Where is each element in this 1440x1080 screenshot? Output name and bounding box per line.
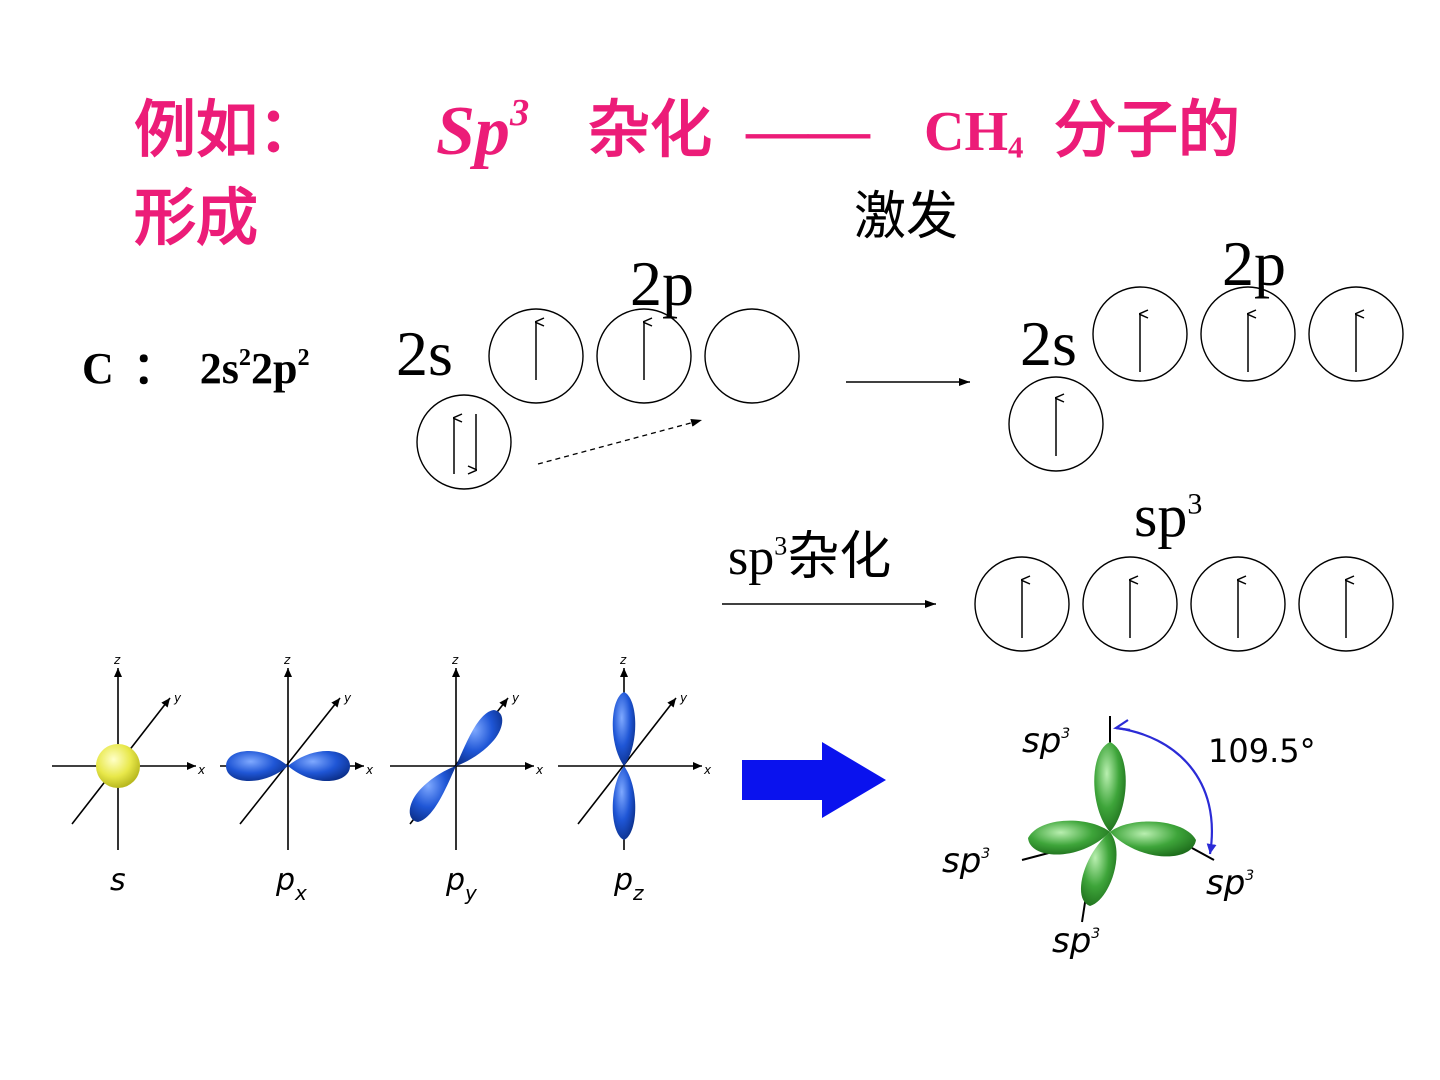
pz-orbital-label: pz (613, 863, 644, 905)
title-suffix: 分子的 (1054, 97, 1241, 165)
excitation-label: 激发 (854, 189, 959, 246)
hybridization-arrow-label: sp3杂化 (728, 529, 892, 586)
atomic-orbital-shapes: x z y s x z y px x z y py x z y pz (52, 653, 886, 905)
axis-x-label: x (703, 763, 712, 777)
title-dash: —— (746, 97, 870, 165)
excited-2p-label: 2p (1222, 228, 1286, 299)
title-prefix: 例如： (134, 97, 321, 165)
ground-2p-orbital-2 (596, 308, 692, 404)
axis-z-label: z (619, 653, 627, 667)
s-orbital-label: s (110, 863, 126, 898)
excited-2p-orbital-1 (1092, 286, 1188, 382)
sp3-orbital-4 (1298, 556, 1394, 652)
ground-2p-orbital-1 (488, 308, 584, 404)
excited-2s-orbital (1008, 376, 1104, 472)
sp3-label-right: sp3 (1206, 863, 1254, 903)
sp3-lobe-right (1110, 821, 1196, 857)
title-line2: 形成 (134, 185, 259, 253)
s-orbital-figure: x z y s (52, 653, 206, 898)
px-orbital-label: px (275, 863, 307, 905)
promotion-dashed-arrow (537, 418, 703, 465)
sp3-lobe-bottom (1080, 832, 1117, 906)
sp3-orbitals-label: sp3 (1134, 483, 1203, 549)
sp3-label-bottom: sp3 (1052, 921, 1100, 961)
electron-configuration: C ： 2s22p2 (82, 344, 310, 394)
py-orbital-label: py (445, 863, 478, 905)
sp3-lobe-left (1028, 820, 1110, 855)
slide-title: 例如： (134, 100, 320, 162)
axis-z-label: z (451, 653, 459, 667)
ground-2p-orbital-3-empty (704, 308, 800, 404)
axis-x-label: x (197, 763, 206, 777)
bond-angle-arc (1115, 726, 1217, 855)
py-orbital-figure: x z y py (390, 653, 544, 905)
excited-2p-orbital-2 (1200, 286, 1296, 382)
axis-y-label: y (511, 691, 520, 705)
sp3-label-top: sp3 (1022, 721, 1070, 761)
axis-z-label: z (113, 653, 121, 667)
excited-2p-orbital-3 (1308, 286, 1404, 382)
sp3-label-left: sp3 (942, 841, 990, 881)
axis-y-label: y (679, 691, 688, 705)
excited-2s-label: 2s (1020, 308, 1077, 379)
pz-orbital-figure: x z y pz (558, 653, 712, 905)
sp3-orbital-2 (1082, 556, 1178, 652)
hybridization-block-arrow (742, 742, 886, 818)
ground-2p-label: 2p (630, 248, 694, 319)
axis-y-label: y (173, 691, 182, 705)
sp3-orbital-1 (974, 556, 1070, 652)
sp3-lobe-top (1094, 742, 1126, 832)
ground-2s-label: 2s (396, 318, 453, 389)
bond-angle-label: 109.5° (1208, 732, 1316, 770)
axis-y-label: y (343, 691, 352, 705)
axis-x-label: x (365, 763, 374, 777)
title-hybrid-word: 杂化 (588, 97, 713, 165)
orbital-box-diagram (416, 286, 1404, 652)
sp3-orbital-3 (1190, 556, 1286, 652)
axis-x-label: x (535, 763, 544, 777)
sp3-tetrahedral-figure: 109.5° sp3 sp3 sp3 sp3 (942, 716, 1316, 961)
ground-2s-orbital (416, 394, 512, 490)
px-orbital-figure: x z y px (220, 653, 374, 905)
title-molecule: CH4 (924, 101, 1024, 165)
title-hybrid-type: Sp3 (436, 92, 530, 170)
axis-z-label: z (283, 653, 291, 667)
